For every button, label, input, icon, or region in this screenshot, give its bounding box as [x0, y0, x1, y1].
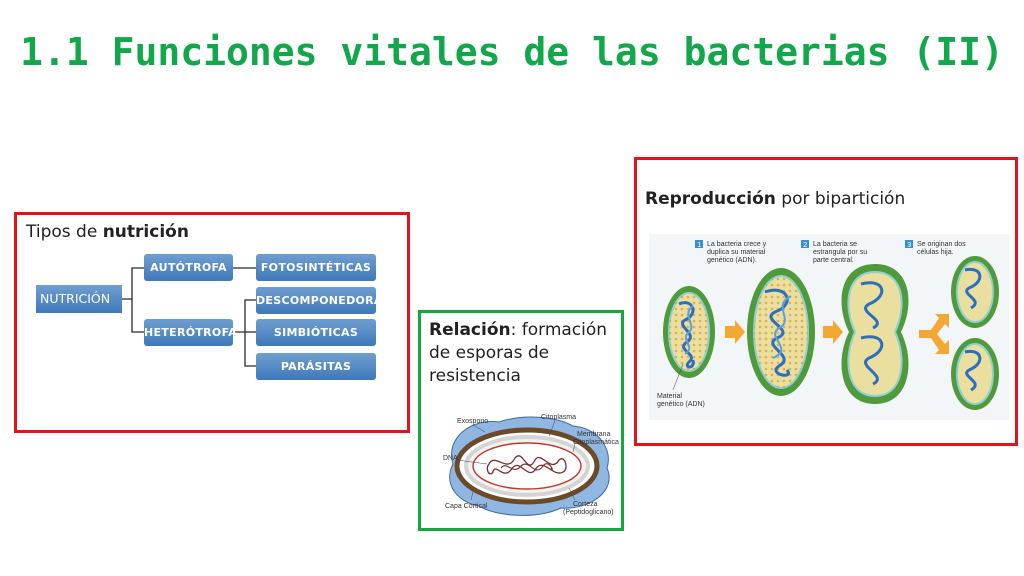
reproduction-heading: Reproducción por bipartición: [645, 188, 905, 211]
daughter-cell-bottom: [951, 338, 999, 410]
material-label-2: genético (ADN): [657, 401, 705, 408]
arrow-2-icon: [823, 320, 843, 344]
label-dna: DNA: [443, 455, 458, 462]
relation-rest: : formación de esporas de resistencia: [429, 320, 608, 386]
page-title: 1.1 Funciones vitales de las bacterias (…: [20, 30, 1004, 74]
tree-node-descomponedoras: DESCOMPONEDORAS: [256, 287, 391, 314]
relation-bold: Relación: [429, 320, 511, 340]
step-2-line-1: La bacteria se: [813, 241, 857, 248]
tree-node-simbioticas: SIMBIÓTICAS: [256, 319, 376, 346]
daughter-cell-top: [951, 256, 999, 328]
label-corteza-1: Corteza: [573, 501, 598, 508]
relation-box: Relación: formación de esporas de resist…: [418, 310, 624, 531]
label-membrana-2: Citoplasmática: [573, 439, 619, 446]
tree-node-nutricion: NUTRICIÓN: [36, 285, 122, 313]
step-3-number: 3: [907, 241, 911, 249]
step-3-caption: 3 Se originan dos células hija.: [905, 240, 966, 256]
material-label-1: Material: [657, 393, 682, 400]
step-1-caption: 1 La bacteria crece y duplica su materia…: [695, 240, 767, 264]
step-3-line-1: Se originan dos: [917, 241, 966, 248]
label-corteza-2: (Peptidoglicano): [563, 509, 614, 516]
bacteria-cell-3: [841, 264, 909, 404]
step-2-caption: 2 La bacteria se estrangula por su parte…: [801, 240, 867, 264]
label-membrana-1: Membrana: [577, 431, 611, 438]
nutrition-tree-lines: [122, 267, 256, 367]
relation-text: Relación: formación de esporas de resist…: [429, 319, 619, 388]
tree-node-heterotrofa: HETERÓTROFA: [144, 319, 237, 346]
step-2-line-3: parte central.: [813, 257, 854, 264]
reproduction-bold: Reproducción: [645, 189, 776, 209]
arrow-1-icon: [725, 320, 745, 344]
spore-membrane: [472, 442, 582, 490]
nutrition-heading: Tipos de nutrición: [26, 221, 189, 244]
tree-node-autotrofa: AUTÓTROFA: [144, 254, 233, 281]
bacteria-cell-1: [663, 286, 715, 378]
step-1-line-1: La bacteria crece y: [707, 241, 767, 248]
step-2-line-2: estrangula por su: [813, 249, 867, 256]
bacteria-cell-2: [747, 268, 815, 396]
reproduction-rest: por bipartición: [775, 189, 906, 209]
reproduction-box: Reproducción por bipartición 1 La bacter…: [634, 157, 1018, 446]
nutrition-heading-prefix: Tipos de: [26, 222, 103, 242]
step-1-line-2: duplica su material: [707, 249, 766, 256]
step-3-line-2: células hija.: [917, 249, 954, 256]
step-1-line-3: genético (ADN).: [707, 257, 757, 264]
label-capa-cortical: Capa Cortical: [445, 503, 488, 510]
nutrition-heading-bold: nutrición: [102, 222, 189, 242]
label-exosporio: Exosporio: [457, 418, 488, 425]
step-1-number: 1: [697, 241, 701, 249]
step-2-number: 2: [803, 241, 807, 249]
nutrition-box: Tipos de nutrición NUTRICIÓN AUTÓTROFA H…: [14, 212, 410, 433]
binary-fission-diagram: 1 La bacteria crece y duplica su materia…: [649, 234, 1009, 420]
spore-diagram: Exosporio Citoplasma Membrana Citoplasmá…: [443, 414, 619, 516]
fork-arrow-icon: [919, 314, 949, 354]
tree-node-parasitas: PARÁSITAS: [256, 353, 376, 380]
spore-dna: [486, 455, 567, 475]
tree-node-fotosinteticas: FOTOSINTÉTICAS: [256, 254, 376, 281]
label-citoplasma: Citoplasma: [541, 414, 576, 421]
